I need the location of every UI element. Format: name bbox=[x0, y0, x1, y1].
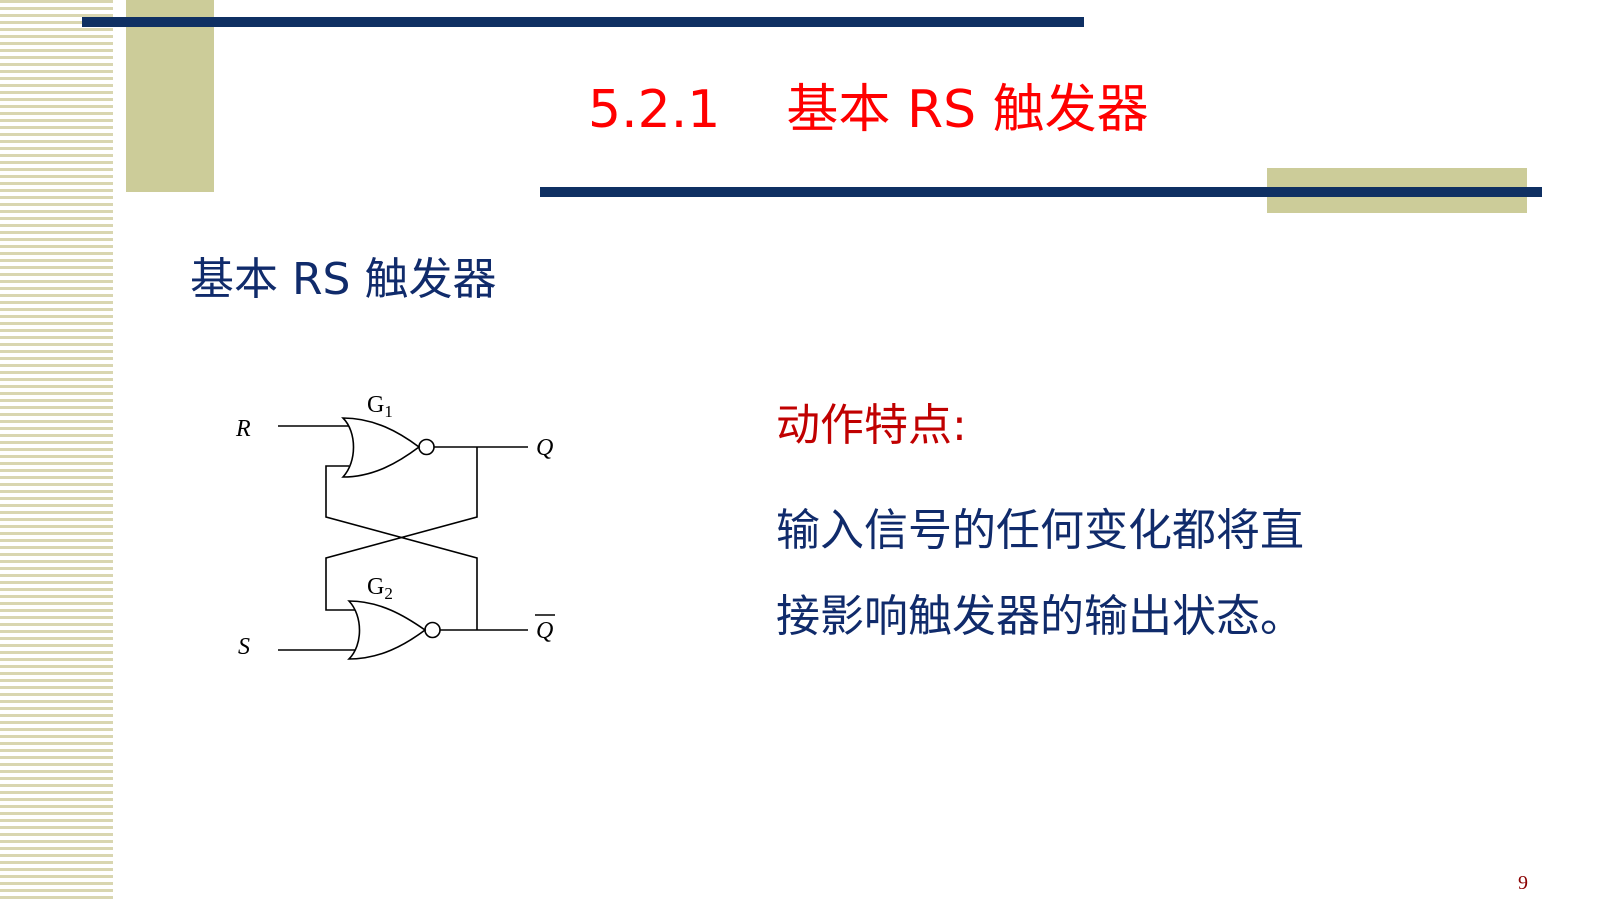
label-g2: G2 bbox=[367, 574, 393, 603]
label-r: R bbox=[235, 416, 251, 442]
characteristics-heading: 动作特点: bbox=[776, 400, 967, 451]
title-underline-rule bbox=[540, 187, 1542, 197]
top-rule bbox=[82, 17, 1084, 27]
gate-g1-inverter-bubble bbox=[418, 438, 435, 456]
rs-flipflop-diagram: R S G1 G2 Q Q bbox=[235, 392, 555, 660]
slide-title: 5.2.1 基本 RS 触发器 bbox=[588, 80, 1149, 140]
top-olive-block bbox=[126, 0, 214, 192]
label-s: S bbox=[238, 634, 250, 660]
page-number: 9 bbox=[1518, 872, 1528, 894]
gate-g2-inverter-bubble bbox=[424, 621, 441, 639]
description-line-1: 输入信号的任何变化都将直 bbox=[776, 505, 1304, 556]
nor-gate-g2 bbox=[347, 600, 427, 660]
label-qbar: Q bbox=[536, 618, 553, 644]
label-q: Q bbox=[536, 435, 553, 461]
label-g1: G1 bbox=[367, 392, 393, 421]
wire-feedback-q-to-g2 bbox=[325, 447, 478, 611]
wire-feedback-qbar-to-g1 bbox=[325, 465, 478, 630]
characteristics-description: 输入信号的任何变化都将直 接影响触发器的输出状态。 bbox=[776, 488, 1376, 660]
nor-gate-g1 bbox=[341, 417, 421, 478]
left-stripe-decoration bbox=[0, 0, 113, 900]
description-line-2: 接影响触发器的输出状态。 bbox=[776, 591, 1304, 642]
section-heading: 基本 RS 触发器 bbox=[190, 254, 497, 305]
